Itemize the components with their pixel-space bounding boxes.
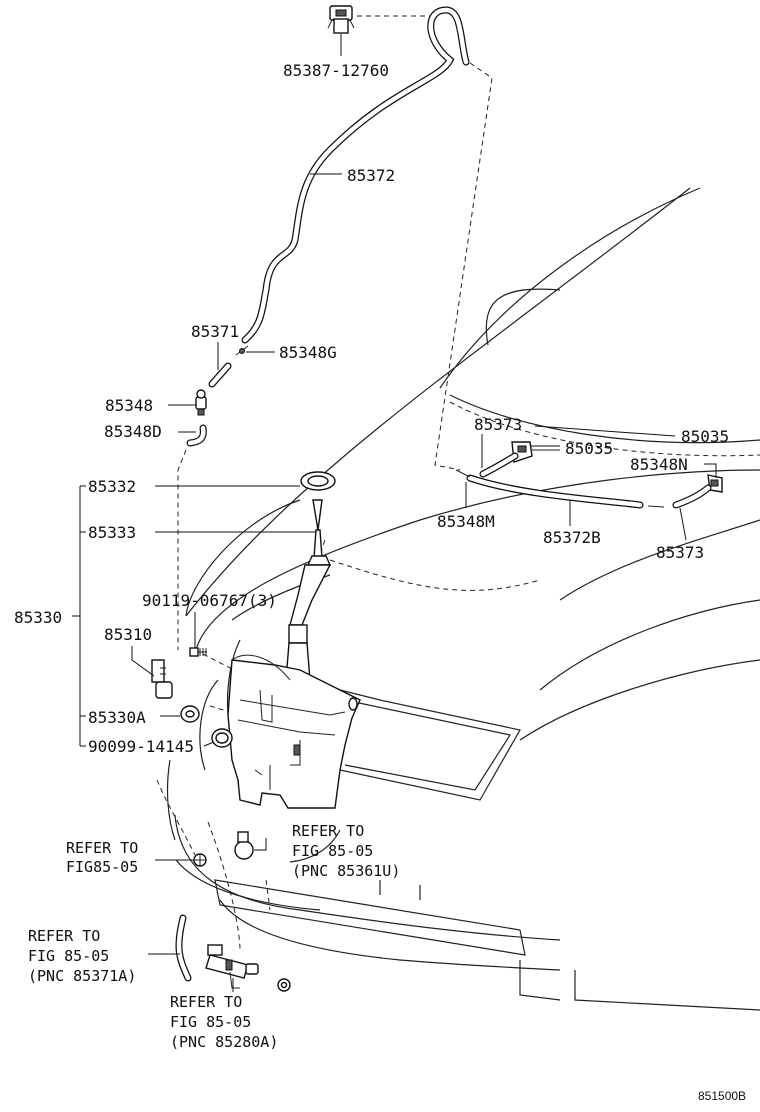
ref2-line1: REFER TO <box>292 822 364 840</box>
top-nozzle <box>327 5 355 34</box>
ref3-line2: FIG 85-05 <box>28 947 109 965</box>
ref3-line3: (PNC 85371A) <box>28 967 136 985</box>
grommet-85330a <box>180 705 200 723</box>
label-90099: 90099-14145 <box>88 737 194 756</box>
lower-clamp <box>234 831 254 860</box>
label-85373-b: 85373 <box>656 543 704 562</box>
lower-pump-85280a <box>205 944 259 989</box>
label-85332: 85332 <box>88 477 136 496</box>
ref1-line1: REFER TO <box>66 839 138 857</box>
grommet-90099 <box>211 728 233 748</box>
ref2-line3: (PNC 85361U) <box>292 862 400 880</box>
joints-right <box>455 469 665 508</box>
washer-tank <box>227 654 361 809</box>
hose-right-85373-b <box>672 484 712 509</box>
label-85035-a: 85035 <box>565 439 613 458</box>
ref3-line1: REFER TO <box>28 927 100 945</box>
reference-labels: REFER TO FIG85-05 REFER TO FIG 85-05 (PN… <box>28 822 400 1051</box>
hose-85372 <box>241 6 470 344</box>
label-85348: 85348 <box>105 396 153 415</box>
filler-85333 <box>285 499 332 681</box>
label-90119: 90119-06767(3) <box>142 591 277 610</box>
label-85348g: 85348G <box>279 343 337 362</box>
lower-clip-right <box>277 978 291 992</box>
label-85348n: 85348N <box>630 455 688 474</box>
valve-85348 <box>195 389 207 416</box>
diagram-code: 851500B <box>698 1089 746 1103</box>
elbow-85348d <box>186 424 207 447</box>
ref1-line2: FIG85-05 <box>66 858 138 876</box>
ref4-line3: (PNC 85280A) <box>170 1033 278 1051</box>
label-85333: 85333 <box>88 523 136 542</box>
lower-hose-85371a <box>175 914 192 982</box>
nozzle-right-85035-a <box>511 441 560 463</box>
label-85372: 85372 <box>347 166 395 185</box>
label-85348d: 85348D <box>104 422 162 441</box>
hose-right-85372b <box>466 474 644 509</box>
ref4-line2: FIG 85-05 <box>170 1013 251 1031</box>
solid-leaders <box>72 34 717 992</box>
cap-85332 <box>300 471 336 491</box>
part-labels: 85387-12760 85372 85371 85348G 85348 853… <box>14 61 729 756</box>
label-85330: 85330 <box>14 608 62 627</box>
ref2-line2: FIG 85-05 <box>292 842 373 860</box>
label-85310: 85310 <box>104 625 152 644</box>
label-85372b: 85372B <box>543 528 601 547</box>
hose-85371 <box>208 362 232 388</box>
label-85387: 85387-12760 <box>283 61 389 80</box>
hose-right-85373-a <box>479 452 519 478</box>
motor-85310 <box>151 659 173 699</box>
label-85035-b: 85035 <box>681 427 729 446</box>
lower-clip-left <box>193 853 207 867</box>
label-85330a: 85330A <box>88 708 146 727</box>
ref4-line1: REFER TO <box>170 993 242 1011</box>
screw-90119 <box>189 647 207 657</box>
label-85373-a: 85373 <box>474 415 522 434</box>
joint-85348g <box>235 345 249 356</box>
label-85348m: 85348M <box>437 512 495 531</box>
label-85371: 85371 <box>191 322 239 341</box>
